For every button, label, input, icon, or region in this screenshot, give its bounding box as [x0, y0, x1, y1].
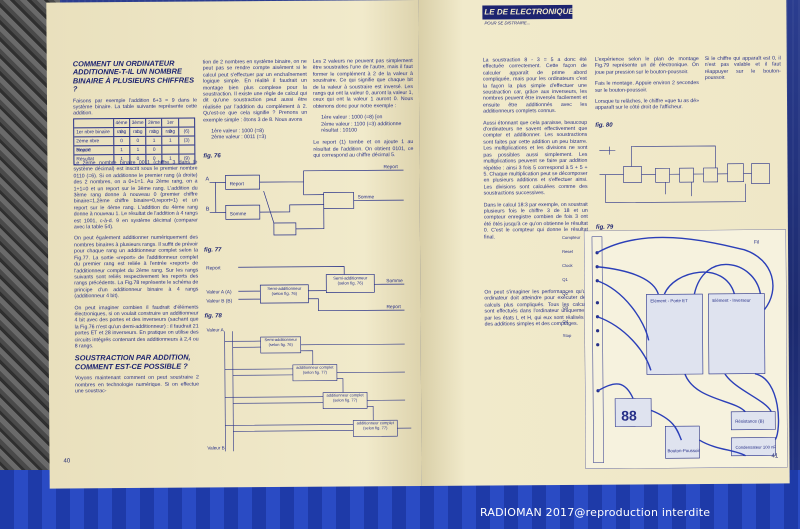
side-label: Q2 — [562, 290, 568, 296]
paragraph: On peut imaginer combien il faudrait d'é… — [74, 304, 199, 350]
fig76-somme: Somme — [230, 211, 247, 217]
fig78-box1: Semi-additionneur (selon fig. 76) — [264, 337, 297, 347]
paragraph: Le 2ème nombre binaire 0011 (chiffre 3 d… — [73, 159, 198, 231]
side-label: Q4 — [562, 318, 569, 324]
right-col-1: La soustraction 8 - 3 = 5 a donc été eff… — [483, 57, 588, 246]
page-number-right: 41 — [771, 453, 779, 460]
intro-text: Faisons par exemple l'addition 6+3 = 9 d… — [72, 97, 198, 117]
binary-table: 4ème rang 3ème rang 2ème rang 1er rang 1… — [73, 117, 196, 166]
magazine-spread: Comment un ordinateur additionne-t-il un… — [46, 0, 790, 489]
fig79-diagram: Fil Elément - Porte ET Elément - Inverse… — [583, 229, 788, 469]
fig79-side-labels: Compteur Reset Clock Q1 Q2 Q3 Q4 Stop — [562, 235, 591, 347]
fig77-valeur-b: Valeur B (B) — [206, 298, 232, 304]
fig80-label: fig. 80 — [595, 122, 613, 129]
left-col-1-top: Comment un ordinateur additionne-t-il un… — [72, 58, 198, 123]
right-page: LE DE ELECTRONIQUE POUR SE DISTRAIRE... … — [418, 0, 790, 486]
fig77-report-out: Report — [386, 304, 401, 310]
side-label: Reset — [562, 248, 574, 254]
fig79-bouton: Bouton-Poussoir — [667, 448, 700, 453]
section-header: LE DE ELECTRONIQUE POUR SE DISTRAIRE... — [482, 4, 590, 26]
fig78-box3: additionneur complet (selon fig. 77) — [326, 393, 364, 403]
fig77-report: Report — [206, 265, 221, 271]
paragraph: On peut également additionner numériquem… — [73, 235, 199, 300]
side-label: Q1 — [562, 276, 568, 282]
left-col-1-body: Le 2ème nombre binaire 0011 (chiffre 3 d… — [73, 160, 199, 400]
fig79-fil: Fil — [754, 240, 759, 246]
left-page: Comment un ordinateur additionne-t-il un… — [46, 0, 422, 489]
paragraph: Les 2 valeurs ne peuvent pas simplement … — [312, 58, 414, 110]
side-label: Q3 — [562, 304, 569, 310]
fig76-report: Report — [230, 181, 245, 187]
paragraph: tion de 2 nombres en système binaire, on… — [202, 58, 308, 124]
fig79-element1: Elément - Porte ET — [650, 298, 688, 303]
value-line: 2ème valeur : 0011 (=3) — [211, 134, 267, 141]
paragraph: Fais le montage. Appuie environ 2 second… — [594, 80, 699, 94]
value-line: résultat : 10100 — [321, 127, 357, 134]
fig77-label: fig. 77 — [204, 247, 222, 254]
fig79-element2: Elément - Inverseur — [712, 298, 751, 303]
side-label: Clock — [562, 262, 573, 268]
fig76-diagram: A B Report Somme Report Somme — [206, 164, 404, 236]
fig78-diagram: Valeur A Valeur B Semi-additionneur (sel… — [207, 327, 412, 452]
fig77-box1: Semi-additionneur (selon fig. 76) — [267, 285, 302, 297]
fig76-report-out: Report — [383, 164, 398, 170]
paragraph: Aussi étonnant que cela paraisse, beauco… — [483, 119, 588, 197]
fig78-box2: additionneur complet (selon fig. 77) — [296, 365, 334, 375]
paragraph: La soustraction 8 - 3 = 5 a donc été eff… — [482, 56, 588, 115]
fig76-a: A — [206, 176, 210, 182]
fig77-diagram: Report Valeur A (A) Valeur B (B) Semi-ad… — [206, 265, 405, 312]
fig76-somme-out: Somme — [358, 194, 375, 200]
fig79-display: 88 — [621, 407, 637, 423]
fig77-somme: Somme — [386, 278, 403, 284]
fig77-valeur-a: Valeur A (A) — [206, 289, 232, 295]
right-col-2: L'expérience selon le plan de montage Fi… — [595, 56, 699, 117]
fig77-box2: Semi-additionneur (selon fig. 76) — [333, 275, 368, 286]
fig78-valeur-b: Valeur B — [207, 445, 224, 450]
section-subtitle: POUR SE DISTRAIRE... — [484, 20, 531, 26]
paragraph: Voyons maintenant comment on peut soustr… — [74, 374, 200, 395]
heading-soustraction: Soustraction par addition, comment est-c… — [74, 352, 191, 372]
fig80-diagram — [599, 145, 770, 203]
paragraph: Le report (1) tombe et on ajoute 1 au ré… — [313, 139, 414, 160]
left-col-2: tion de 2 nombres en système binaire, on… — [203, 59, 308, 142]
watermark: RADIOMAN 2017@reproduction interdite — [480, 506, 711, 519]
heading-addition: Comment un ordinateur additionne-t-il un… — [72, 58, 195, 94]
fig78-box4: additionneur complet (selon fig. 77) — [356, 421, 394, 430]
fig79-resistance: Résistance (B) — [735, 419, 764, 424]
section-title: LE DE ELECTRONIQUE — [484, 6, 574, 17]
fig76-b: B — [206, 206, 210, 212]
paragraph: L'expérience selon le plan de montage Fi… — [594, 56, 699, 76]
page-number-left: 40 — [63, 458, 71, 465]
left-col-3: Les 2 valeurs ne peuvent pas simplement … — [313, 58, 414, 164]
right-col-3: Si le chiffre qui apparaît est 0, il n'e… — [705, 55, 781, 86]
fig78-valeur-a: Valeur A — [207, 327, 225, 332]
paragraph: Lorsque tu relâches, le chiffre «que tu … — [594, 98, 700, 112]
side-label: Stop — [562, 332, 572, 338]
fig78-label: fig. 78 — [204, 313, 222, 320]
side-label: Compteur — [561, 234, 581, 240]
fig79-condensateur: Condensateur 100 nF — [735, 445, 776, 450]
fig76-label: fig. 76 — [203, 153, 221, 160]
paragraph: Si le chiffre qui apparaît est 0, il n'e… — [704, 55, 781, 82]
